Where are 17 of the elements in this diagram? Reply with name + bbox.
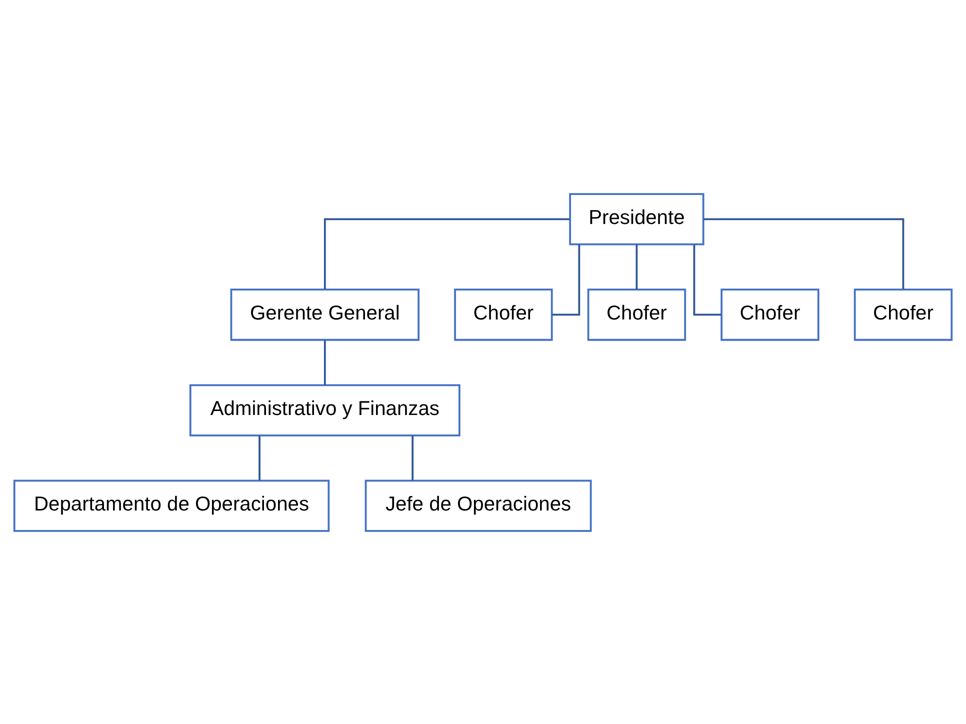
node-box: Chofer (854, 288, 953, 340)
node-box: Gerente General (230, 288, 420, 340)
node-box: Chofer (720, 288, 820, 340)
connector (324, 218, 570, 289)
node-box: Presidente (569, 192, 704, 245)
connector (693, 244, 722, 316)
node-box: Administrativo y Finanzas (189, 384, 460, 436)
connector (636, 244, 638, 289)
connector (412, 435, 414, 480)
node-box: Departamento de Operaciones (13, 479, 330, 532)
connector (552, 244, 580, 316)
node-box: Chofer (587, 288, 686, 340)
node-box: Chofer (454, 288, 553, 340)
connector (324, 340, 326, 384)
connector (258, 435, 260, 480)
node-box: Jefe de Operaciones (364, 479, 592, 532)
connector (704, 218, 904, 289)
